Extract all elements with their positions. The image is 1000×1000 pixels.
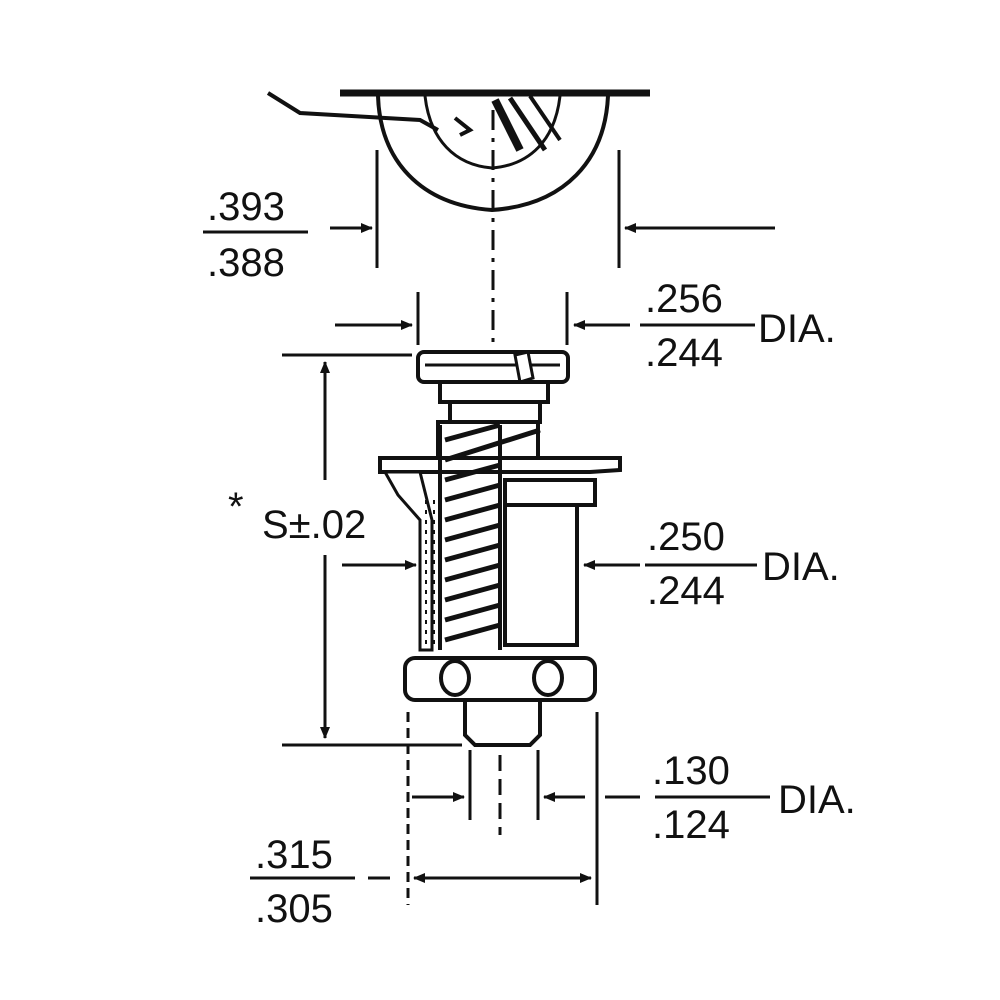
head-dia-suffix: DIA. <box>758 307 836 351</box>
length-label: S±.02 <box>262 503 366 547</box>
head-dia-upper: .256 <box>645 277 723 321</box>
body-dia-upper: .250 <box>647 515 725 559</box>
length-dimension <box>282 353 462 747</box>
head-width-dimension <box>203 150 775 268</box>
hatching <box>425 500 435 645</box>
ferrule-width-upper: .315 <box>255 833 333 877</box>
head-width-lower: .388 <box>207 241 285 285</box>
head-dia-lower: .244 <box>645 331 723 375</box>
body-dia-suffix: DIA. <box>762 545 840 589</box>
body-dia-lower: .244 <box>647 569 725 613</box>
tip-dia-upper: .130 <box>652 749 730 793</box>
pin-assembly <box>378 350 622 747</box>
ferrule-width-dimension <box>250 712 599 905</box>
mating-part <box>266 89 650 213</box>
tip-dia-lower: .124 <box>652 803 730 847</box>
tip-dia-suffix: DIA. <box>778 778 856 822</box>
head-dia-dimension <box>335 292 755 345</box>
ferrule-width-lower: .305 <box>255 887 333 931</box>
head-width-upper: .393 <box>207 185 285 229</box>
spring-coils <box>438 422 541 650</box>
tip-dia-dimension <box>412 750 770 820</box>
length-marker: * <box>228 485 244 529</box>
